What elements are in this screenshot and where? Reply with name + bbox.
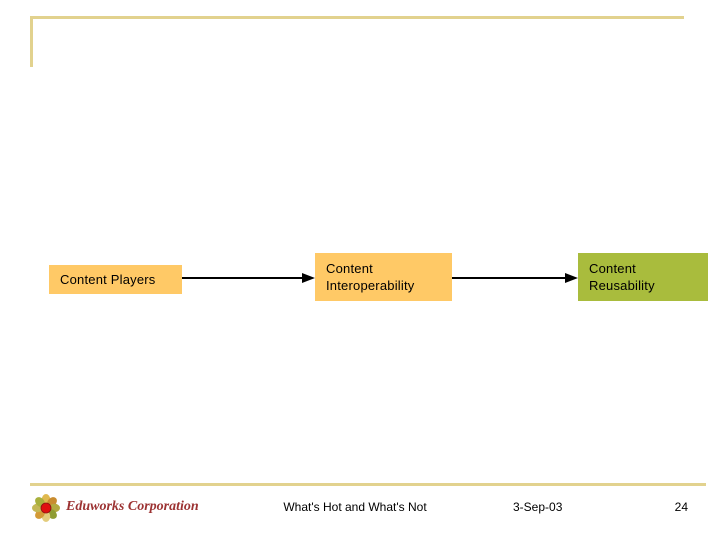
flower-logo-icon — [32, 494, 60, 522]
diagram-node-label: Content Interoperability — [326, 261, 415, 293]
arrow-players-to-interoperability — [182, 273, 315, 283]
top-accent-line-horizontal — [30, 16, 684, 19]
top-accent-line-vertical — [30, 16, 33, 67]
diagram-node-content-interoperability: Content Interoperability — [315, 253, 452, 301]
diagram-node-content-players: Content Players — [49, 265, 182, 294]
diagram-node-content-reusability: Content Reusability — [578, 253, 708, 301]
arrow-interoperability-to-reusability — [452, 273, 578, 283]
footer-company-name: Eduworks Corporation — [66, 499, 199, 514]
diagram-node-label: Content Reusability — [589, 261, 655, 293]
footer-accent-line — [30, 483, 706, 486]
diagram-node-label: Content Players — [60, 272, 156, 287]
footer-date: 3-Sep-03 — [513, 500, 563, 514]
footer-presentation-title: What's Hot and What's Not — [283, 500, 427, 514]
footer-page-number: 24 — [674, 500, 688, 514]
